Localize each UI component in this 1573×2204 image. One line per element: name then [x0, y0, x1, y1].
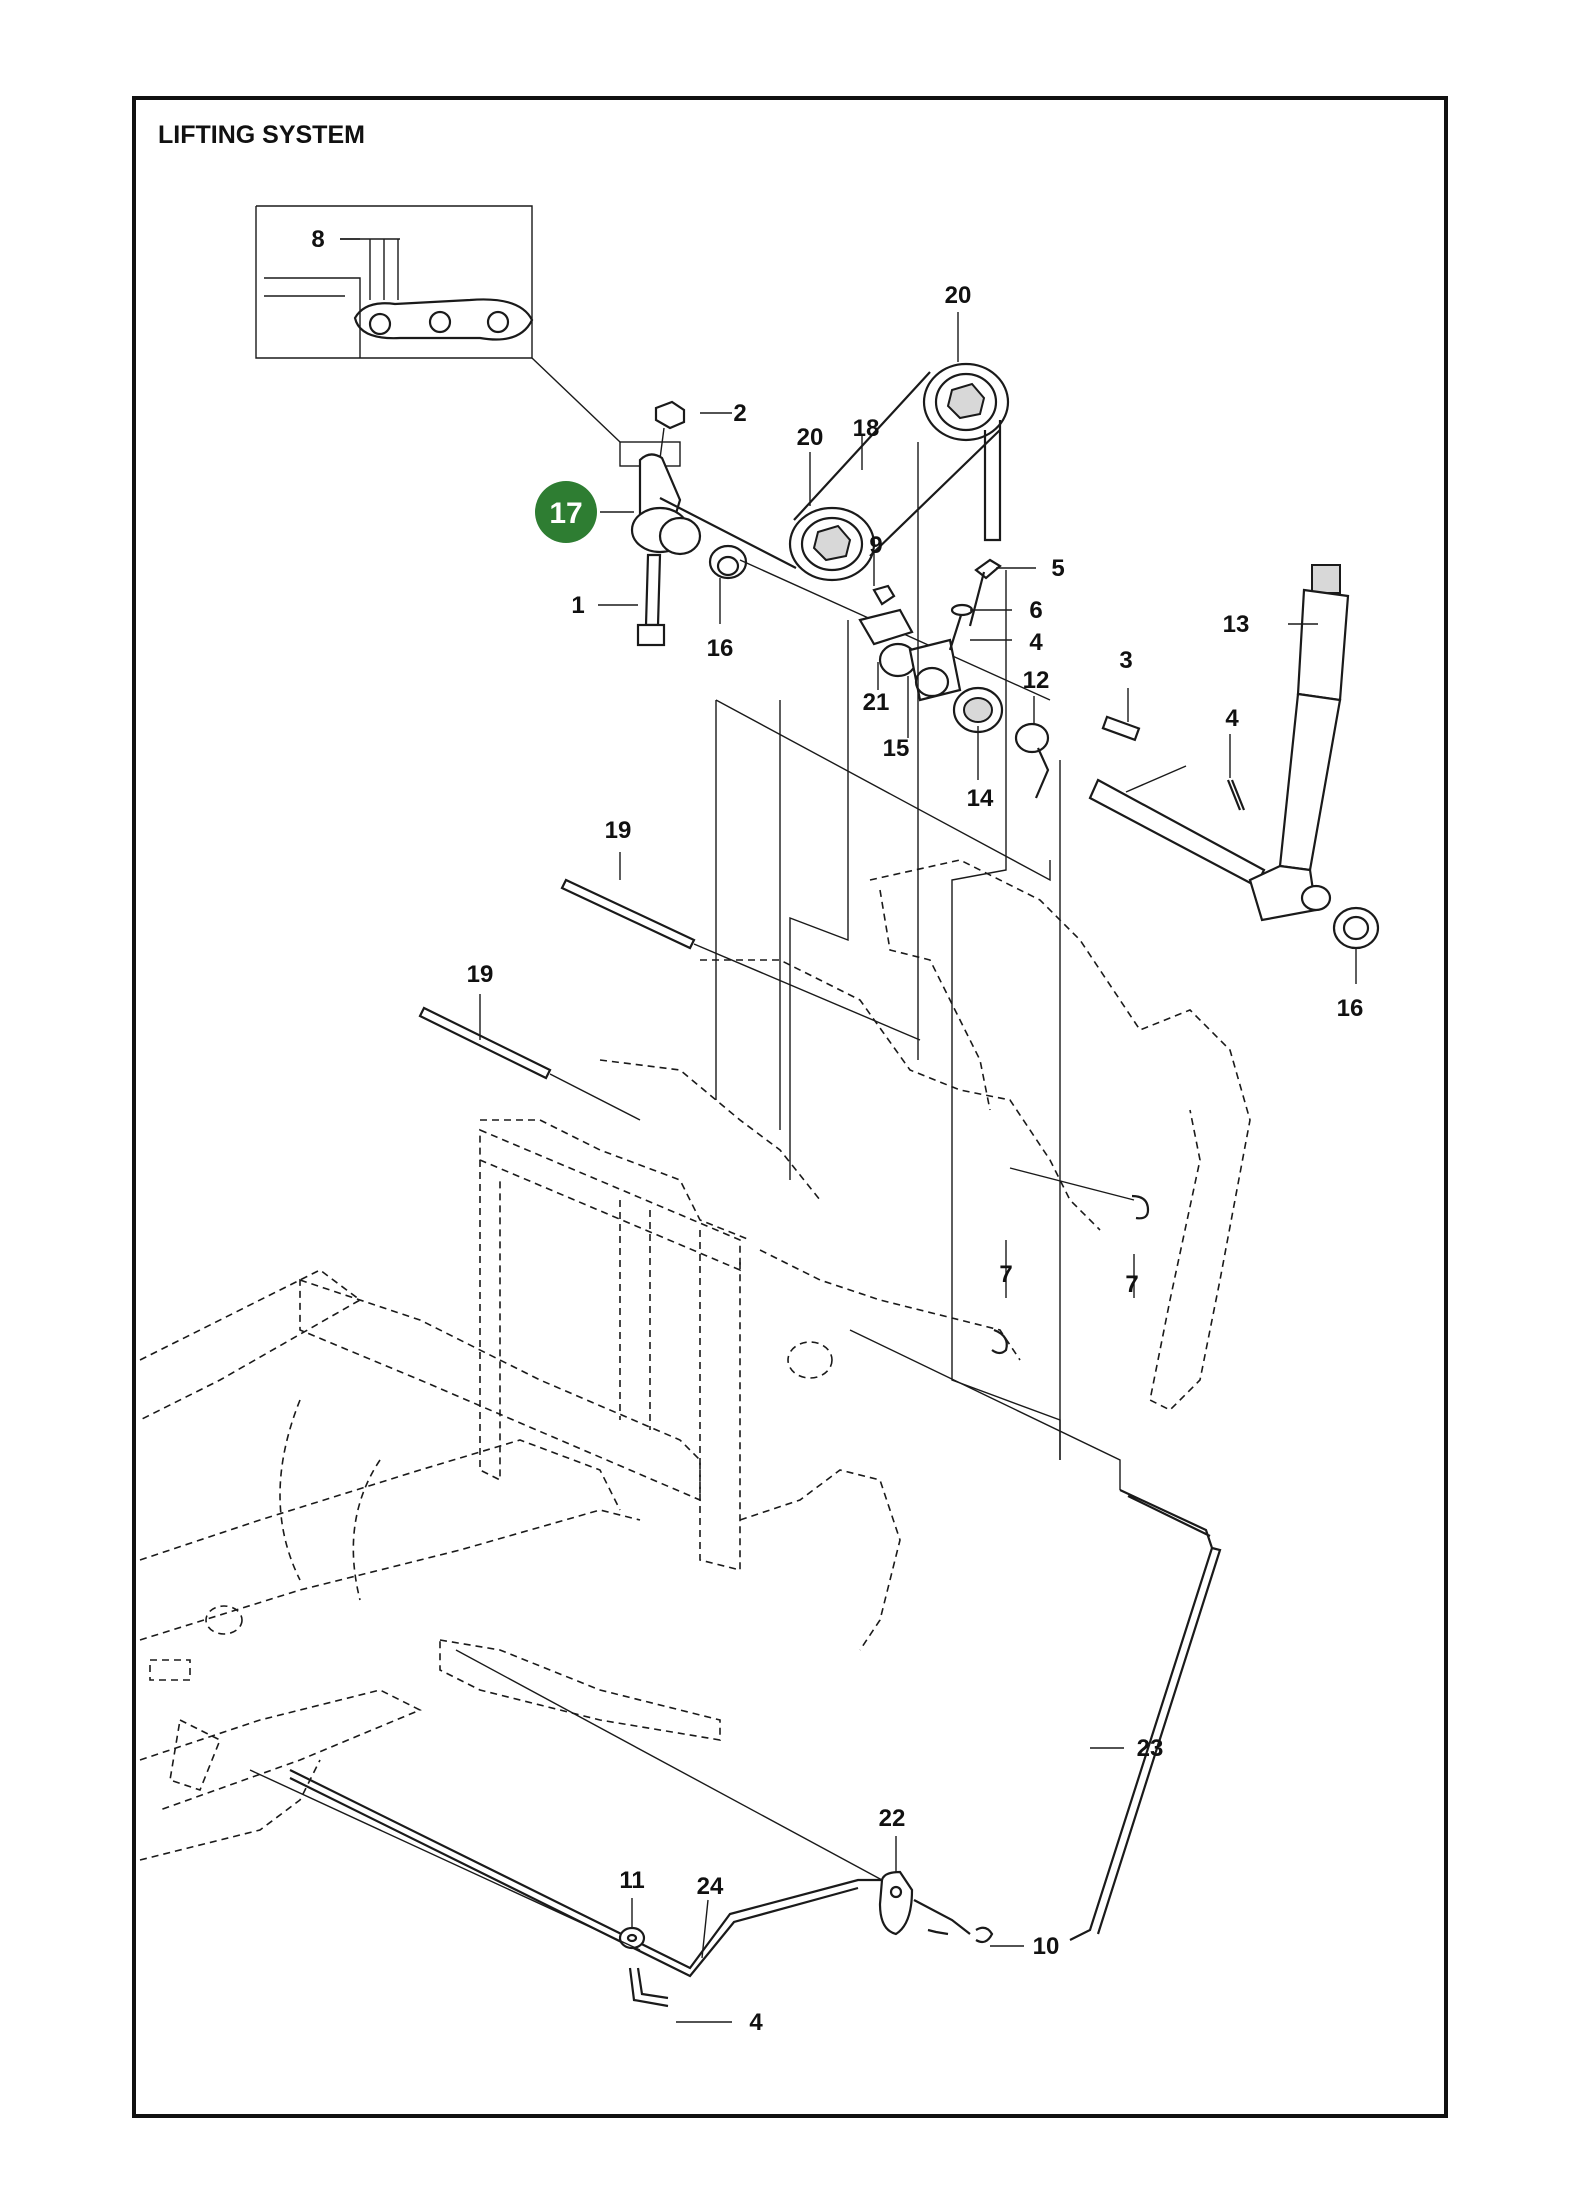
rod-24-part [289, 1769, 890, 1978]
callout-7-right[interactable]: 7 [1125, 1271, 1138, 1298]
callout-10[interactable]: 10 [1033, 1933, 1060, 1960]
callout-3[interactable]: 3 [1119, 647, 1132, 674]
callout-1[interactable]: 1 [571, 592, 584, 619]
callout-4-right[interactable]: 4 [1225, 705, 1239, 732]
tractor-frame-outline [139, 859, 1251, 1861]
pulley-right-part [922, 362, 1010, 442]
callout-7-left[interactable]: 7 [999, 1261, 1012, 1288]
callout-9[interactable]: 9 [869, 532, 882, 559]
callout-19-upper[interactable]: 19 [605, 817, 632, 844]
callout-12[interactable]: 12 [1023, 667, 1050, 694]
callout-19-lower[interactable]: 19 [467, 961, 494, 988]
callout-22[interactable]: 22 [879, 1805, 906, 1832]
callout-24[interactable]: 24 [697, 1873, 724, 1900]
callout-23[interactable]: 23 [1137, 1735, 1164, 1762]
rod-upper-part [560, 878, 696, 950]
callout-21[interactable]: 21 [863, 689, 890, 716]
nut-part [654, 400, 686, 430]
callout-18[interactable]: 18 [853, 415, 880, 442]
highlight-callout[interactable]: 17 [535, 481, 597, 543]
rod-lower-part [418, 1006, 552, 1080]
callout-13[interactable]: 13 [1223, 611, 1250, 638]
callout-15[interactable]: 15 [883, 735, 910, 762]
diagram-title: LIFTING SYSTEM [158, 121, 365, 149]
callout-14[interactable]: 14 [967, 785, 994, 812]
lift-lever-part [1248, 564, 1380, 950]
callout-2[interactable]: 2 [733, 400, 746, 427]
callout-16-left[interactable]: 16 [707, 635, 734, 662]
callout-leaders [340, 238, 1357, 2023]
callout-4-lower[interactable]: 4 [749, 2009, 763, 2036]
callout-8[interactable]: 8 [311, 226, 324, 253]
callout-11[interactable]: 11 [619, 1867, 644, 1894]
callout-20-left[interactable]: 20 [797, 424, 824, 451]
page-border [132, 96, 1448, 2118]
callout-20-right[interactable]: 20 [945, 282, 972, 309]
chain-detail-inset [255, 205, 534, 359]
callout-5[interactable]: 5 [1051, 555, 1064, 582]
callout-labels: 8 2 20 20 18 1 16 9 5 6 4 21 15 12 14 3 … [311, 226, 1363, 2036]
callout-6[interactable]: 6 [1029, 597, 1042, 624]
highlight-label: 17 [549, 497, 582, 530]
rod-23-part [1069, 1489, 1222, 1941]
callout-16-right[interactable]: 16 [1337, 995, 1364, 1022]
callout-4-upper[interactable]: 4 [1029, 629, 1043, 656]
pulley-left-part [788, 506, 876, 582]
highlight-badge [535, 481, 597, 543]
